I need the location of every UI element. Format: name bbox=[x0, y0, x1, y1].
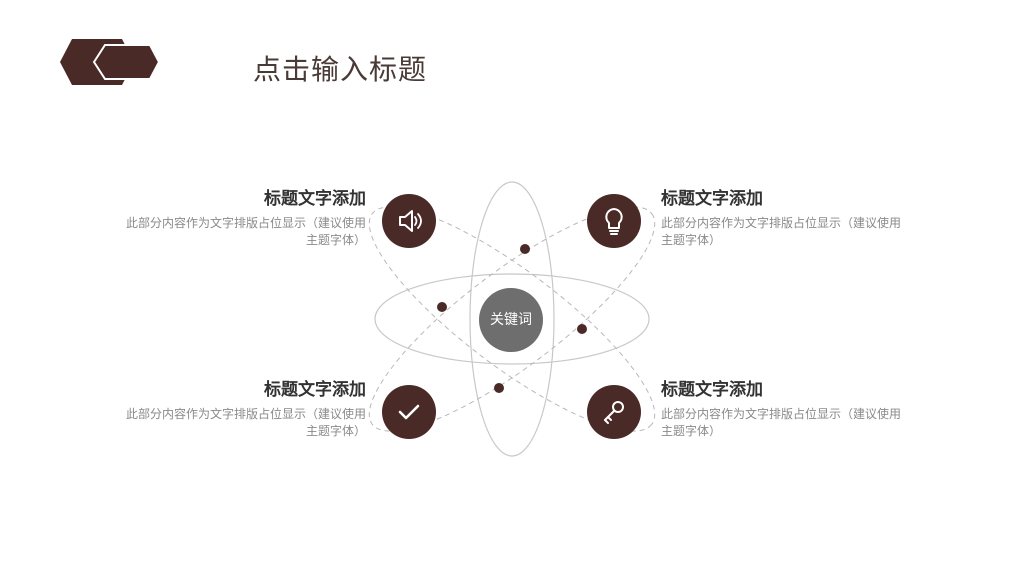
key-icon bbox=[604, 401, 624, 424]
keyword-label: 关键词 bbox=[490, 312, 532, 328]
electron-dot bbox=[437, 302, 447, 312]
item-heading: 标题文字添加 bbox=[264, 380, 366, 400]
item-heading: 标题文字添加 bbox=[661, 380, 763, 400]
item-description: 此部分内容作为文字排版占位显示（建议使用 主题字体） bbox=[125, 216, 366, 247]
electron-dot bbox=[494, 383, 504, 393]
item-heading: 标题文字添加 bbox=[264, 189, 366, 209]
checkmark-icon bbox=[398, 404, 420, 420]
node-lightbulb bbox=[587, 194, 641, 248]
text-block-top-left: 标题文字添加 此部分内容作为文字排版占位显示（建议使用 主题字体） bbox=[96, 184, 366, 249]
text-block-bottom-right: 标题文字添加 此部分内容作为文字排版占位显示（建议使用 主题字体） bbox=[661, 375, 931, 440]
orbit-diagonal-b bbox=[368, 206, 656, 432]
text-block-top-right: 标题文字添加 此部分内容作为文字排版占位显示（建议使用 主题字体） bbox=[661, 184, 931, 249]
node-key bbox=[587, 385, 641, 439]
item-heading: 标题文字添加 bbox=[661, 189, 763, 209]
speaker-icon bbox=[399, 210, 422, 232]
orbit-diagonal-a bbox=[368, 206, 656, 432]
electron-dot bbox=[577, 324, 587, 334]
node-speaker bbox=[382, 194, 436, 248]
lightbulb-icon bbox=[605, 208, 623, 235]
electron-dot bbox=[520, 244, 530, 254]
slide-title: 点击输入标题 bbox=[253, 53, 428, 86]
logo-hexagons bbox=[60, 39, 160, 85]
keyword-hub bbox=[479, 288, 543, 352]
item-description: 此部分内容作为文字排版占位显示（建议使用 主题字体） bbox=[661, 216, 902, 247]
item-description: 此部分内容作为文字排版占位显示（建议使用 主题字体） bbox=[125, 407, 366, 438]
item-description: 此部分内容作为文字排版占位显示（建议使用 主题字体） bbox=[661, 407, 902, 438]
node-checkmark bbox=[382, 385, 436, 439]
orbit-vertical bbox=[469, 181, 555, 457]
text-block-bottom-left: 标题文字添加 此部分内容作为文字排版占位显示（建议使用 主题字体） bbox=[96, 375, 366, 440]
orbit-horizontal bbox=[374, 273, 650, 365]
